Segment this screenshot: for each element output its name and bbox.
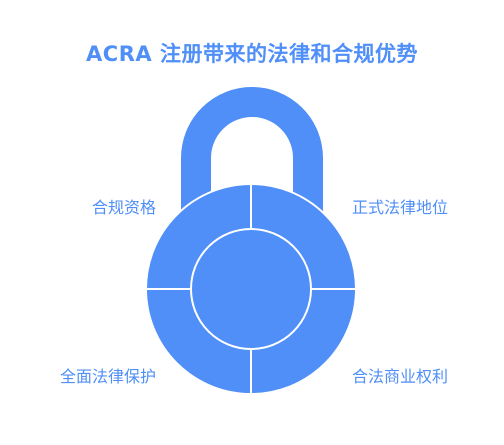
label-formal-legal-status: 正式法律地位 [352,198,449,217]
label-compliance-qualification: 合规资格 [91,198,156,217]
padlock-shackle [181,87,323,215]
label-comprehensive-legal-protection: 全面法律保护 [59,367,156,386]
label-legal-business-rights: 合法商业权利 [352,367,449,386]
diagram-title: ACRA 注册带来的法律和合规优势 [86,42,418,66]
padlock-center-circle [190,228,312,350]
